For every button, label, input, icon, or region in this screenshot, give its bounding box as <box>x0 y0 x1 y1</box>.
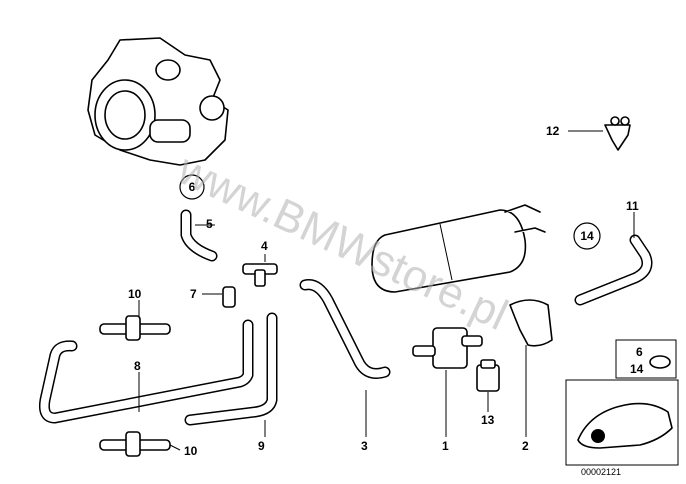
valve-1 <box>412 327 483 369</box>
plug-13 <box>476 359 500 392</box>
diagram-code: 00002121 <box>581 467 621 477</box>
callout-10-bottom: 10 <box>184 444 198 458</box>
housing-part <box>87 37 229 166</box>
holder-2 <box>509 299 553 347</box>
callout-14: 14 <box>580 229 594 243</box>
callout-13: 13 <box>481 413 495 427</box>
clip-12 <box>604 116 631 151</box>
callout-3: 3 <box>361 439 368 453</box>
t-piece-4 <box>242 263 278 287</box>
callout-10-top: 10 <box>128 287 142 301</box>
kit-label-bottom: 14 <box>630 362 644 376</box>
callout-12: 12 <box>546 124 560 138</box>
callout-2: 2 <box>522 439 529 453</box>
connector-10-top <box>99 315 171 341</box>
callout-7: 7 <box>190 287 197 301</box>
callout-4: 4 <box>261 239 268 253</box>
canister-part <box>371 204 546 293</box>
callout-11: 11 <box>626 199 639 213</box>
hose-clamp-icon <box>649 355 671 369</box>
callout-9: 9 <box>258 439 265 453</box>
hose-9 <box>184 312 278 426</box>
callout-6: 6 <box>189 180 196 194</box>
callout-6-circle <box>179 174 205 200</box>
callout-5: 5 <box>206 217 213 231</box>
kit-label-top: 6 <box>636 345 643 359</box>
connector-10-bottom <box>99 431 171 457</box>
location-marker <box>591 429 605 443</box>
sleeve-7 <box>222 286 236 308</box>
callout-8: 8 <box>134 359 141 373</box>
callout-14-circle <box>573 222 601 250</box>
callout-1: 1 <box>442 439 449 453</box>
